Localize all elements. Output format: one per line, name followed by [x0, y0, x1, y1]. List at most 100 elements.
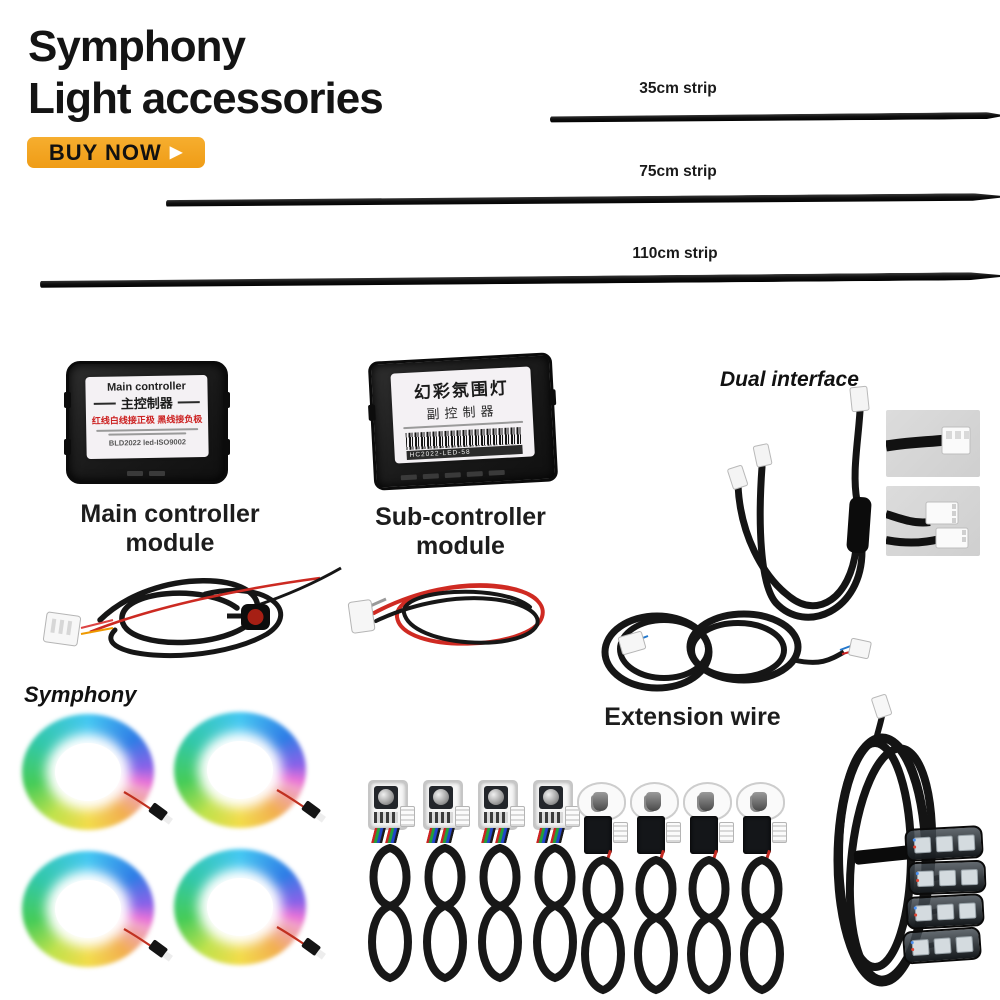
coiled-cable: [478, 844, 522, 983]
led-pigtail-unit: [364, 780, 416, 995]
led-chip: [914, 904, 932, 922]
mini-connector: [613, 822, 628, 843]
rock-light-pod: [905, 892, 985, 931]
dome-sensor-pigtail-unit: [736, 780, 788, 995]
coiled-cable: [740, 856, 784, 995]
main-controller-label: Main controller 主控制器 红线白线接正极 黑线接负极 BLD20…: [85, 374, 209, 460]
main-controller-caption: Main controller module: [80, 500, 260, 557]
led-strip-35cm: [550, 112, 1000, 123]
strip-label-35: 35cm strip: [639, 80, 717, 97]
ring-hole: [55, 743, 121, 801]
pin-block: [539, 812, 563, 823]
pin-block: [429, 812, 453, 823]
clear-dome-head: [736, 782, 785, 821]
mini-connector: [455, 806, 470, 827]
led-chip: [938, 869, 956, 886]
play-icon: ▶: [169, 143, 184, 161]
ring-wire-connector: [123, 928, 173, 962]
mount-tab: [64, 439, 71, 455]
ring-hole: [207, 741, 273, 799]
page-title-line2: Light accessories: [28, 74, 384, 123]
buy-now-label: BUY NOW: [48, 139, 162, 165]
led-pigtail-unit: [474, 780, 526, 995]
black-body: [690, 816, 718, 854]
rock-light-main-cable: [833, 694, 945, 987]
micro-text-line: [108, 432, 187, 436]
led-chip: [932, 936, 952, 955]
mount-tab: [223, 439, 230, 455]
mini-connector: [400, 806, 415, 827]
led-chip: [958, 901, 976, 919]
mini-connector: [510, 806, 525, 827]
dual-interface-splitter-cable: [727, 385, 872, 621]
rgb-wires: [426, 828, 455, 843]
led-pigtail-unit: [529, 780, 581, 995]
page-title-line1: Symphony: [28, 22, 246, 71]
rock-light-pod: [904, 824, 984, 863]
rgb-wires: [371, 828, 400, 843]
rgb-wires: [481, 828, 510, 843]
micro-text-line: [96, 428, 199, 432]
rgb-ring-light: [22, 851, 154, 967]
mount-tab: [548, 389, 557, 406]
mini-connector: [772, 822, 787, 843]
dome-sensor-pigtail-unit: [577, 780, 629, 995]
ring-wire-connector: [276, 926, 326, 960]
mount-tab: [368, 404, 376, 421]
led-chip: [960, 868, 978, 886]
mini-connector: [565, 806, 580, 827]
led-chip: [913, 836, 931, 854]
ring-hole: [207, 878, 273, 936]
label-title-cn: 主控制器: [86, 392, 208, 413]
strip-label-110: 110cm strip: [632, 245, 718, 262]
mount-tab: [64, 392, 71, 408]
extension-wire-caption: Extension wire: [604, 703, 781, 731]
led-chip: [911, 938, 930, 956]
coiled-cable: [423, 844, 467, 983]
dome-sensor-pigtail-unit: [630, 780, 682, 995]
mount-tab: [223, 392, 230, 408]
led-strip-75cm: [166, 193, 1000, 207]
main-power-harness-with-switch: [42, 566, 342, 659]
black-body: [743, 816, 771, 854]
led-lens: [429, 786, 453, 809]
led-pigtail-unit: [419, 780, 471, 995]
led-strip-110cm: [40, 272, 1000, 288]
connector-drawing: [885, 426, 971, 455]
sub-controller-photo: 幻彩氛围灯 副控制器 HC2022-LED-58: [367, 352, 559, 491]
controller-port: [400, 469, 505, 481]
power-wire-red-black: [347, 583, 545, 646]
connector-closeup-photo-2: [884, 486, 980, 556]
pin-block: [374, 812, 398, 823]
sub-controller-label: 幻彩氛围灯 副控制器 HC2022-LED-58: [390, 366, 535, 464]
rgb-ring-light: [174, 849, 306, 965]
led-lens: [484, 786, 508, 809]
label-warning: 红线白线接正极 黑线接负极: [91, 414, 203, 426]
led-lens: [539, 786, 563, 809]
connector-drawing: [884, 501, 969, 549]
coiled-cable: [533, 844, 577, 983]
ring-hole: [55, 880, 121, 938]
pin-block: [484, 812, 508, 823]
label-code: BLD2022 led-ISO9002: [108, 437, 187, 448]
ring-wire-connector: [276, 789, 326, 823]
mini-connector: [666, 822, 681, 843]
coiled-cable: [368, 844, 412, 983]
rock-light-pod: [901, 926, 983, 965]
dome-sensor-pigtail-unit: [683, 780, 735, 995]
rock-light-pod: [907, 859, 987, 896]
controller-port: [127, 471, 165, 476]
coiled-cable: [634, 856, 678, 995]
sub-controller-caption: Sub-controller module: [375, 503, 546, 560]
ring-wire-connector: [123, 791, 173, 825]
led-chip: [957, 833, 975, 851]
buy-now-button[interactable]: BUY NOW ▶: [27, 137, 205, 168]
led-chip: [916, 869, 934, 887]
rgb-ring-light: [174, 712, 306, 828]
main-controller-photo: Main controller 主控制器 红线白线接正极 黑线接负极 BLD20…: [64, 361, 230, 484]
rgb-wires: [536, 828, 565, 843]
coiled-cable: [687, 856, 731, 995]
led-chip: [954, 935, 973, 953]
led-lens: [374, 786, 398, 809]
